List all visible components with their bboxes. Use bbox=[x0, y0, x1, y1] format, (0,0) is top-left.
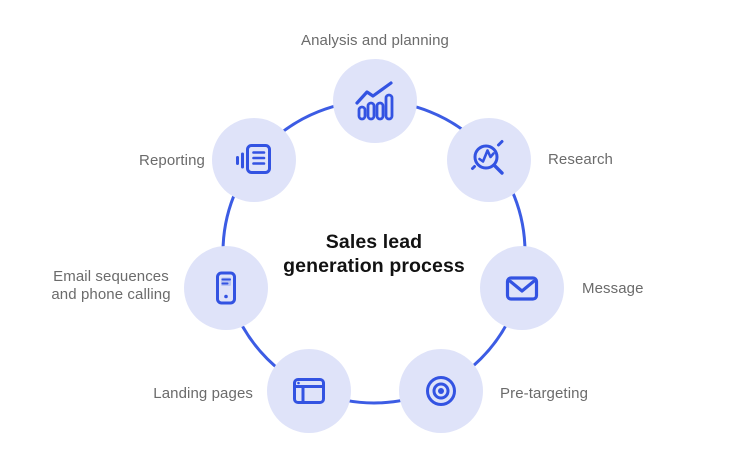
label-analysis-and-planning: Analysis and planning bbox=[300, 32, 450, 49]
node-email-sequences bbox=[184, 246, 268, 330]
label-email-sequences: Email sequences and phone calling bbox=[51, 268, 171, 303]
label-research: Research bbox=[548, 151, 613, 168]
diagram-title: Sales lead generation process bbox=[244, 230, 504, 278]
report-document-icon bbox=[236, 144, 271, 174]
diagram-title-line2: generation process bbox=[283, 255, 465, 277]
envelope-icon bbox=[505, 276, 539, 301]
node-landing-pages bbox=[267, 349, 351, 433]
node-pre-targeting bbox=[399, 349, 483, 433]
node-reporting bbox=[212, 118, 296, 202]
target-bullseye-icon bbox=[426, 376, 456, 406]
diagram-title-line1: Sales lead bbox=[325, 231, 423, 253]
magnifier-insights-icon bbox=[471, 140, 504, 175]
label-message: Message bbox=[582, 280, 644, 297]
smartphone-icon bbox=[216, 271, 236, 305]
node-research bbox=[447, 118, 531, 202]
browser-window-icon bbox=[293, 378, 325, 404]
bar-chart-trend-icon bbox=[355, 81, 394, 121]
node-message bbox=[480, 246, 564, 330]
label-pre-targeting: Pre-targeting bbox=[500, 385, 589, 402]
label-reporting: Reporting bbox=[139, 152, 205, 169]
node-analysis-and-planning bbox=[333, 59, 417, 143]
label-landing-pages: Landing pages bbox=[153, 385, 253, 402]
